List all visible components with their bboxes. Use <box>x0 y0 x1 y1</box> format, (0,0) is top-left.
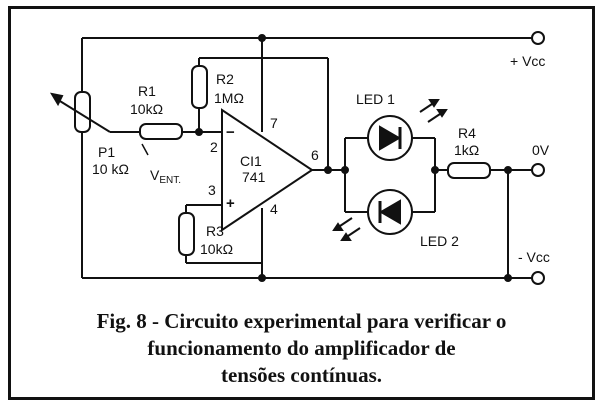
vent-pointer <box>141 143 149 156</box>
r3-name-label: R3 <box>206 223 224 239</box>
figure-caption: Fig. 8 - Circuito experimental para veri… <box>8 308 595 389</box>
vcc-neg-terminal <box>531 271 545 285</box>
pin3-label: 3 <box>208 182 216 198</box>
node-output <box>324 166 332 174</box>
led1-diode-icon <box>379 125 401 151</box>
led2-arrowhead-2 <box>332 222 344 231</box>
led1-arrowhead-1 <box>428 99 440 108</box>
zero-v-label: 0V <box>532 142 550 158</box>
vcc-pos-terminal <box>531 31 545 45</box>
pin2-label: 2 <box>210 139 218 155</box>
ic-part-label: 741 <box>242 169 266 185</box>
node-bottom-rail <box>504 274 512 282</box>
p1-value-label: 10 kΩ <box>92 161 129 177</box>
r1-resistor <box>139 123 183 140</box>
r2-name-label: R2 <box>216 71 234 87</box>
r2-value-label: 1MΩ <box>214 90 244 106</box>
pin7-label: 7 <box>270 115 278 131</box>
pin4-label: 4 <box>270 201 278 217</box>
node-pin4 <box>258 274 266 282</box>
r3-value-label: 10kΩ <box>200 241 233 257</box>
led1-arrowhead-2 <box>436 109 448 118</box>
p1-wiper-arrow <box>54 97 111 133</box>
p1-name-label: P1 <box>98 144 115 160</box>
led2-label: LED 2 <box>420 233 459 249</box>
node-pin7 <box>258 34 266 42</box>
r1-value-label: 10kΩ <box>130 101 163 117</box>
r4-resistor <box>447 162 491 179</box>
r2-resistor <box>191 65 208 109</box>
pin6-label: 6 <box>311 147 319 163</box>
op-amp-plus-sign: + <box>226 195 235 212</box>
p1-arrowhead <box>49 92 64 107</box>
op-amp-minus-sign: − <box>226 124 235 141</box>
vent-subscript: ENT. <box>159 175 181 186</box>
vent-label: VENT. <box>150 167 181 186</box>
node-r2 <box>195 128 203 136</box>
caption-line-1: Fig. 8 - Circuito experimental para veri… <box>96 309 507 333</box>
node-led-left <box>341 166 349 174</box>
r4-name-label: R4 <box>458 125 476 141</box>
r4-value-label: 1kΩ <box>454 142 479 158</box>
figure-frame <box>8 6 595 400</box>
led1-label: LED 1 <box>356 91 395 107</box>
caption-line-3: tensões contínuas. <box>220 363 383 387</box>
ic-name-label: CI1 <box>240 153 262 169</box>
r3-resistor <box>178 212 195 256</box>
led2-diode-icon <box>379 199 401 225</box>
vcc-neg-label: - Vcc <box>518 249 550 265</box>
led2-arrowhead-1 <box>340 232 352 241</box>
caption-line-2: funcionamento do amplificador de <box>147 336 456 360</box>
vent-main: V <box>150 167 160 183</box>
r1-name-label: R1 <box>138 83 156 99</box>
vcc-pos-label: + Vcc <box>510 53 545 69</box>
zero-v-terminal <box>531 163 545 177</box>
op-amp-triangle <box>221 108 314 232</box>
